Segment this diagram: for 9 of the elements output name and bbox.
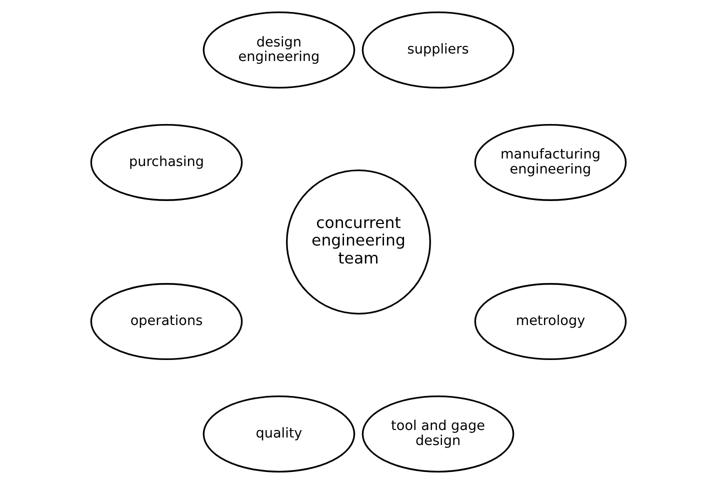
node-ellipse: operations — [90, 283, 242, 360]
node-ellipse: suppliers — [361, 12, 514, 89]
node-ellipse: tool and gage design — [361, 395, 514, 472]
node-ellipse: manufacturing engineering — [474, 124, 626, 201]
node-circle: concurrent engineering team — [286, 170, 430, 314]
node-ellipse: purchasing — [90, 124, 242, 201]
node-ellipse: quality — [202, 395, 355, 472]
node-ellipse: design engineering — [202, 12, 355, 89]
node-ellipse: metrology — [474, 283, 626, 360]
